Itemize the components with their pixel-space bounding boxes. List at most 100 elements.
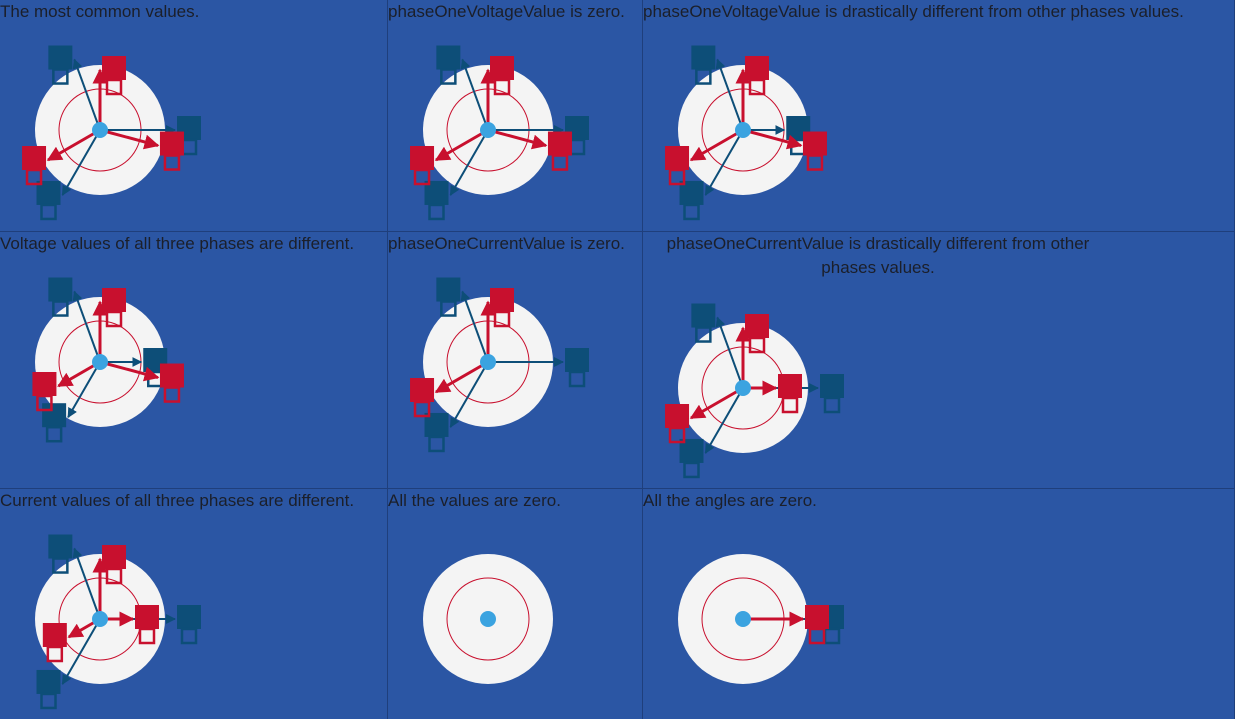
current-phasor-marker-outline [45, 425, 63, 443]
voltage-phasor-arrow [99, 360, 160, 382]
panel-caption: Voltage values of all three phases are d… [0, 234, 355, 253]
current-phasor-marker [565, 348, 589, 372]
current-phasor-marker-outline [695, 68, 712, 85]
voltage-phasor-marker-outline [748, 336, 766, 354]
voltage-phasor-marker-outline [105, 78, 123, 96]
voltage-phasor-marker [490, 288, 514, 312]
phasor-hub [735, 380, 751, 396]
voltage-phasor-marker-outline [493, 78, 511, 96]
voltage-phasor-arrow [434, 360, 489, 394]
current-phasor-marker-outline [683, 461, 700, 479]
phasor-hub [92, 122, 108, 138]
current-phasor-marker-outline [568, 370, 586, 388]
current-phasor-arrow [449, 361, 489, 428]
current-phasor-arrow [715, 316, 744, 389]
current-phasor-marker-outline [52, 300, 69, 317]
current-phasor-arrow [449, 129, 489, 196]
voltage-phasor-marker [745, 314, 769, 338]
current-phasor-marker [177, 605, 201, 629]
voltage-phasor-marker [102, 56, 126, 80]
phasor-hub [92, 611, 108, 627]
voltage-phasor-marker [745, 56, 769, 80]
panel-7: Current values of all three phases are d… [0, 489, 388, 719]
current-phasor-arrow [704, 387, 744, 454]
current-phasor-arrow [72, 290, 101, 363]
phasor-diagram [665, 45, 827, 221]
panel-5: phaseOneCurrentValue is zero. [388, 232, 643, 489]
panel-caption: Current values of all three phases are d… [0, 491, 355, 510]
current-phasor-marker [36, 669, 61, 694]
panel-2: phaseOneVoltageValue is zero. [388, 0, 643, 232]
panel-9: All the angles are zero. [643, 489, 1235, 719]
panel-caption: The most common values. [0, 2, 200, 21]
voltage-phasor-arrow [689, 128, 744, 162]
current-phasor-marker-outline [40, 203, 57, 221]
voltage-phasor-marker-outline [668, 426, 686, 444]
current-phasor-marker [48, 45, 73, 70]
phasor-hub [480, 122, 496, 138]
panel-caption: All the values are zero. [388, 491, 561, 510]
voltage-phasor-marker [410, 378, 435, 402]
panel-6: phaseOneCurrentValue is drastically diff… [643, 232, 1235, 489]
current-phasor-arrow [460, 290, 489, 363]
voltage-phasor-marker [547, 131, 572, 156]
voltage-phasor-marker [410, 146, 435, 170]
current-phasor-marker-outline [180, 627, 198, 645]
current-phasor-arrow [61, 129, 101, 196]
phasor-diagram [35, 534, 201, 710]
phasor-hub [735, 122, 751, 138]
current-phasor-marker-outline [428, 203, 445, 221]
current-phasor-marker [48, 534, 73, 559]
voltage-phasor-marker-outline [806, 154, 824, 171]
panel-caption: phaseOneCurrentValue is drastically diff… [666, 234, 1090, 277]
current-phasor-arrow [460, 58, 489, 131]
voltage-phasor-marker-outline [413, 400, 431, 418]
panel-caption: All the angles are zero. [643, 491, 817, 510]
voltage-phasor-marker [805, 605, 829, 629]
voltage-phasor-marker-outline [25, 168, 43, 186]
voltage-phasor-marker-outline [105, 567, 123, 585]
current-phasor-arrow [61, 618, 101, 685]
phasor-diagram [678, 554, 844, 684]
phasor-hub [735, 611, 751, 627]
current-phasor-marker [436, 277, 461, 302]
voltage-phasor-arrow [689, 386, 744, 420]
voltage-phasor-marker [159, 131, 184, 156]
current-phasor-marker-outline [40, 692, 57, 710]
voltage-phasor-marker [490, 56, 514, 80]
voltage-phasor-marker-outline [413, 168, 431, 186]
voltage-phasor-marker-outline [748, 78, 766, 96]
current-phasor-marker-outline [568, 138, 586, 156]
voltage-phasor-marker [135, 605, 159, 629]
current-phasor-marker [436, 45, 461, 70]
panel-4: Voltage values of all three phases are d… [0, 232, 388, 489]
voltage-phasor-marker-outline [138, 627, 156, 645]
panel-caption: phaseOneVoltageValue is zero. [388, 2, 625, 21]
current-phasor-arrow [72, 547, 101, 620]
panel-8: All the values are zero. [388, 489, 643, 719]
phasor-diagram [410, 277, 589, 453]
voltage-phasor-marker-outline [493, 310, 511, 328]
current-phasor-marker-outline [695, 326, 712, 343]
phasor-diagram [32, 277, 184, 443]
voltage-phasor-marker-outline [668, 168, 686, 186]
voltage-phasor-arrow [742, 128, 803, 150]
current-phasor-arrow [715, 58, 744, 131]
voltage-phasor-marker-outline [163, 154, 181, 171]
voltage-phasor-arrow [434, 128, 489, 162]
voltage-phasor-arrow [46, 128, 101, 162]
current-phasor-marker-outline [823, 396, 841, 414]
phasor-diagram [22, 45, 201, 221]
unit-ring [446, 577, 530, 661]
voltage-phasor-arrow [99, 128, 160, 150]
current-phasor-marker [691, 303, 716, 328]
current-phasor-marker-outline [823, 627, 841, 645]
voltage-phasor-marker-outline [808, 627, 826, 645]
voltage-phasor-marker-outline [36, 394, 53, 412]
panel-caption: phaseOneCurrentValue is zero. [388, 234, 625, 253]
voltage-phasor-marker [32, 372, 57, 396]
current-phasor-arrow [704, 129, 744, 196]
current-phasor-marker-outline [440, 68, 457, 85]
voltage-phasor-marker [102, 545, 126, 569]
voltage-phasor-marker [665, 146, 690, 170]
